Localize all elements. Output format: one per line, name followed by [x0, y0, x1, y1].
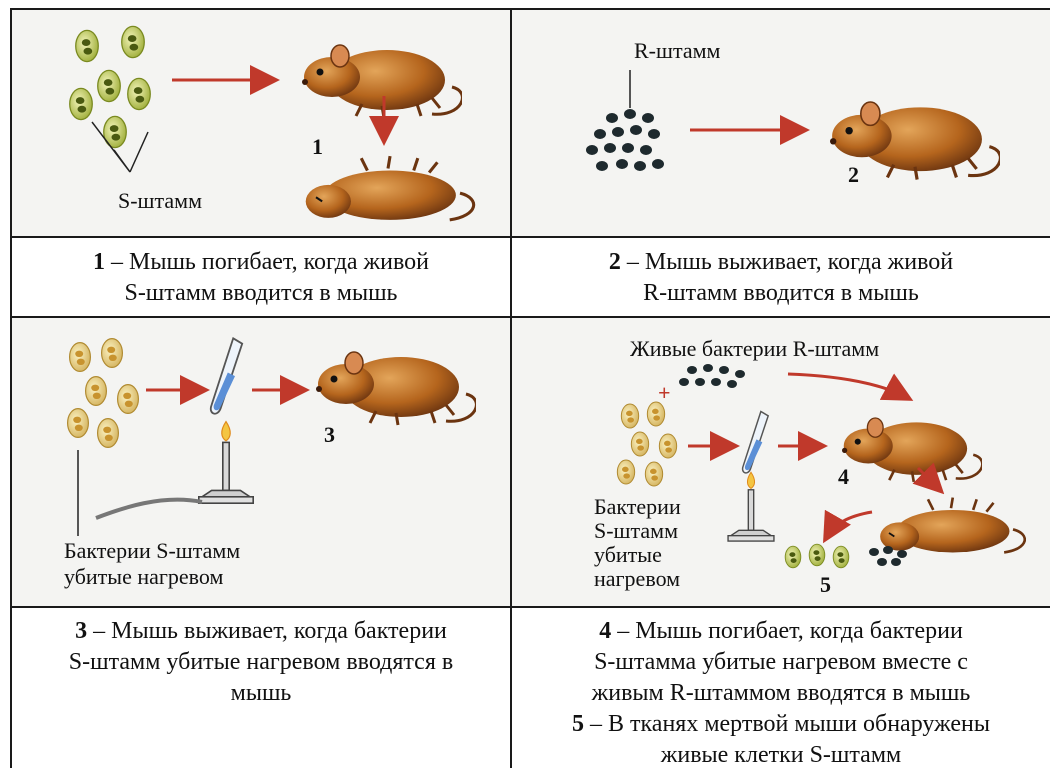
killed-s-cell — [70, 343, 91, 372]
mouse-number-1: 1 — [312, 134, 323, 160]
killed-s-cell — [118, 385, 139, 414]
recovered-s-cell — [833, 546, 849, 568]
recovered-s-cell — [785, 546, 801, 568]
gas-hose — [96, 500, 202, 518]
killed-s-cell — [631, 432, 648, 456]
killed-s-cell — [98, 419, 119, 448]
panel-4-illustration: Живые бактерии R-штамм + 4 5 Бактерии S-… — [512, 318, 1050, 608]
recovered-s-cell — [809, 544, 825, 566]
killed-s-cell — [617, 460, 634, 484]
killed-label-4: нагревом — [594, 566, 680, 591]
s-strain-label: S-штамм — [118, 188, 202, 213]
killed-label-1: Бактерии — [594, 494, 681, 519]
arrow-live-to-mouse — [788, 374, 908, 398]
experiment-table: S-штамм 1 R-штамм 2 1 – Мышь погибает, к… — [10, 8, 1050, 768]
test-tube — [743, 411, 769, 472]
killed-s-cell — [102, 339, 123, 368]
bunsen-burner — [199, 422, 253, 504]
killed-s-cell — [659, 434, 676, 458]
mouse-alive — [302, 45, 462, 118]
caption-2-text: – Мышь выживает, когда живой — [621, 249, 953, 275]
caption-2: 2 – Мышь выживает, когда живой R-штамм в… — [512, 238, 1050, 318]
killed-label-2: S-штамм — [594, 518, 678, 543]
s-cell — [70, 88, 93, 119]
test-tube — [211, 338, 242, 413]
panel-2-drawing — [512, 10, 1050, 238]
caption-number-3: 3 — [75, 618, 87, 644]
caption-number-5: 5 — [572, 711, 584, 737]
s-cell — [128, 78, 151, 109]
caption-3-text: – Мышь выживает, когда бактерии — [87, 618, 447, 644]
r-strain-label: R-штамм — [634, 38, 720, 63]
caption-2-line2: R-штамм вводится в мышь — [643, 280, 919, 306]
caption-3-line3: мышь — [231, 680, 292, 706]
caption-1-line2: S-штамм вводится в мышь — [124, 280, 397, 306]
live-r-strain-label: Живые бактерии R-штамм — [630, 336, 879, 361]
r-cells — [586, 109, 664, 171]
killed-s-cell — [68, 409, 89, 438]
caption-1: 1 – Мышь погибает, когда живой S-штамм в… — [12, 238, 512, 318]
mouse-number-2: 2 — [848, 162, 859, 188]
killed-s-cell — [86, 377, 107, 406]
s-cell — [76, 30, 99, 61]
killed-s-cell — [621, 404, 638, 428]
live-r-cells — [679, 364, 745, 388]
caption-4-line3: живым R-штаммом вводятся в мышь — [592, 680, 971, 706]
panel-1-illustration: S-штамм 1 — [12, 10, 512, 238]
caption-4-line2: S-штамма убитые нагревом вместе с — [594, 649, 968, 675]
caption-5-text: – В тканях мертвой мыши обнаружены — [584, 711, 990, 737]
mouse-dead — [306, 156, 474, 220]
caption-1-text: – Мышь погибает, когда живой — [105, 249, 429, 275]
caption-number-4: 4 — [599, 618, 611, 644]
caption-3: 3 – Мышь выживает, когда бактерии S-штам… — [12, 608, 512, 768]
killed-s-cell — [647, 402, 664, 426]
bunsen-burner — [728, 472, 774, 541]
caption-4-text: – Мышь погибает, когда бактерии — [611, 618, 963, 644]
recovered-number-5: 5 — [820, 572, 831, 598]
mouse-number-3: 3 — [324, 422, 335, 448]
mouse-injected — [842, 418, 982, 482]
panel-3-illustration: 3 Бактерии S-штамм убитые нагревом — [12, 318, 512, 608]
panel-4-drawing — [512, 318, 1050, 608]
panel-1-drawing — [12, 10, 512, 238]
caption-5-line2: живые клетки S-штамм — [661, 742, 901, 768]
mouse-alive — [316, 352, 476, 425]
caption-number-2: 2 — [609, 249, 621, 275]
panel-2-illustration: R-штамм 2 — [512, 10, 1050, 238]
caption-3-line2: S-штамм убитые нагревом вводятся в — [69, 649, 453, 675]
mouse-dead — [880, 498, 1025, 553]
killed-s-cell — [645, 462, 662, 486]
killed-bacteria-label-1: Бактерии S-штамм — [64, 538, 240, 563]
plus-sign: + — [658, 380, 671, 405]
killed-bacteria-label-2: убитые нагревом — [64, 564, 223, 589]
s-cell — [98, 70, 121, 101]
caption-number-1: 1 — [93, 249, 105, 275]
mouse-number-4: 4 — [838, 464, 849, 490]
s-cell — [122, 26, 145, 57]
killed-label-3: убитые — [594, 542, 662, 567]
caption-4: 4 – Мышь погибает, когда бактерии S-штам… — [512, 608, 1050, 768]
arrow-to-recovered — [826, 512, 872, 538]
